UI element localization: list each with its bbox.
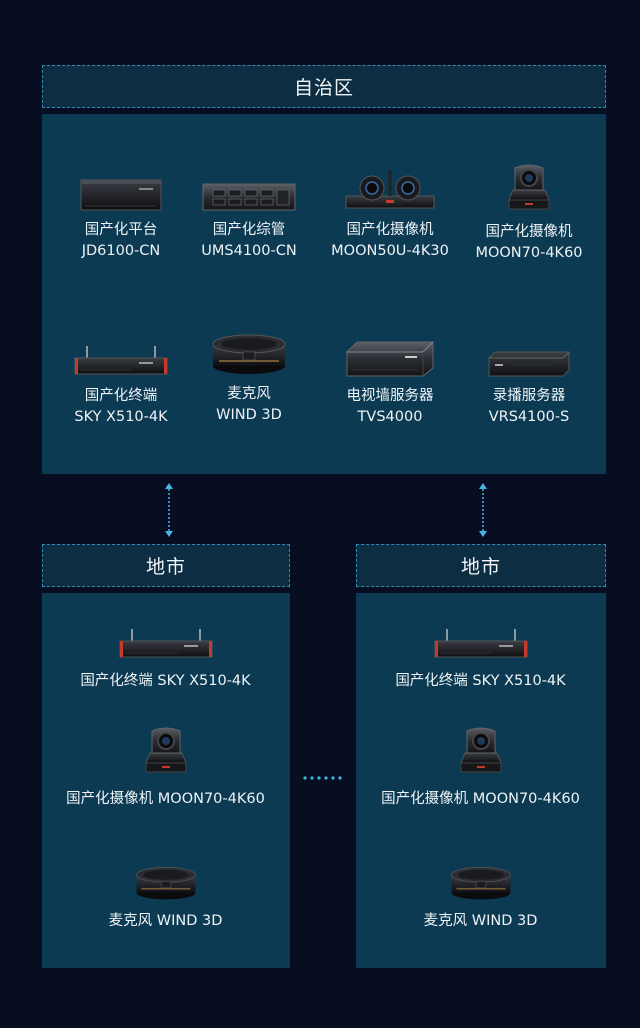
device-management: 国产化综管 UMS4100-CN	[174, 154, 324, 262]
recording-server-icon	[485, 350, 573, 378]
ptz-camera-icon	[140, 723, 192, 775]
city-device-microphone: 麦克风 WIND 3D	[357, 855, 604, 931]
city-device-panel-right: 国产化终端 SKY X510-4K 国产化摄像机 MOON70-4K60 麦克风…	[356, 593, 606, 968]
rack-server-icon	[79, 178, 163, 212]
device-name: 国产化平台	[84, 222, 158, 238]
device-video-wall-server: 电视墙服务器 TVS4000	[315, 320, 465, 428]
city-header-left: 地市	[42, 544, 290, 587]
city-device-camera: 国产化摄像机 MOON70-4K60	[357, 729, 604, 809]
device-model: VRS4100-S	[488, 409, 570, 425]
device-model: WIND 3D	[216, 407, 282, 423]
city-header-title: 地市	[460, 556, 501, 578]
device-label: 麦克风 WIND 3D	[423, 913, 538, 929]
device-label: 麦克风 WIND 3D	[108, 913, 223, 929]
rack-server-bays-icon	[201, 182, 297, 212]
device-recording-server: 录播服务器 VRS4100-S	[454, 320, 604, 428]
city-device-terminal: 国产化终端 SKY X510-4K	[42, 615, 289, 691]
device-model: TVS4000	[357, 409, 423, 425]
region-header-title: 自治区	[293, 77, 354, 99]
device-model: MOON50U-4K30	[331, 243, 449, 259]
device-label: 国产化终端 SKY X510-4K	[395, 673, 566, 689]
microphone-icon	[209, 332, 289, 376]
microphone-icon	[133, 865, 199, 901]
region-header: 自治区	[42, 65, 606, 108]
connector-arrow-left	[165, 483, 173, 537]
device-terminal: 国产化终端 SKY X510-4K	[46, 320, 196, 428]
city-header-title: 地市	[145, 556, 186, 578]
device-name: 麦克风	[227, 386, 271, 402]
dual-camera-icon	[342, 166, 438, 212]
device-microphone: 麦克风 WIND 3D	[174, 318, 324, 426]
microphone-icon	[448, 865, 514, 901]
region-device-panel: 国产化平台 JD6100-CN 国产化综管 UMS4100-CN 国产化摄像机 …	[42, 114, 606, 474]
device-name: 国产化终端	[84, 388, 158, 404]
connector-arrow-right	[479, 483, 487, 537]
device-model: SKY X510-4K	[74, 409, 168, 425]
device-name: 国产化摄像机	[346, 222, 434, 238]
device-name: 国产化综管	[212, 222, 286, 238]
device-label: 国产化摄像机 MOON70-4K60	[381, 791, 580, 807]
device-platform: 国产化平台 JD6100-CN	[46, 154, 196, 262]
device-camera-moon70: 国产化摄像机 MOON70-4K60	[454, 154, 604, 264]
terminal-icon	[433, 627, 529, 661]
terminal-icon	[73, 344, 169, 378]
city-device-camera: 国产化摄像机 MOON70-4K60	[42, 729, 289, 809]
city-device-panel-left: 国产化终端 SKY X510-4K 国产化摄像机 MOON70-4K60 麦克风…	[42, 593, 290, 968]
device-name: 录播服务器	[492, 388, 566, 404]
ptz-camera-icon	[503, 160, 555, 212]
device-label: 国产化摄像机 MOON70-4K60	[66, 791, 265, 807]
ellipsis-dots	[303, 776, 342, 780]
device-name: 电视墙服务器	[346, 388, 434, 404]
city-device-microphone: 麦克风 WIND 3D	[42, 855, 289, 931]
city-device-terminal: 国产化终端 SKY X510-4K	[357, 615, 604, 691]
ptz-camera-icon	[455, 723, 507, 775]
city-header-right: 地市	[356, 544, 606, 587]
device-model: MOON70-4K60	[475, 245, 583, 261]
device-label: 国产化终端 SKY X510-4K	[80, 673, 251, 689]
device-model: UMS4100-CN	[201, 243, 297, 259]
terminal-icon	[118, 627, 214, 661]
device-camera-moon50u: 国产化摄像机 MOON50U-4K30	[315, 154, 465, 262]
device-name: 国产化摄像机	[485, 224, 573, 240]
device-model: JD6100-CN	[81, 243, 161, 259]
video-wall-server-icon	[345, 340, 435, 378]
